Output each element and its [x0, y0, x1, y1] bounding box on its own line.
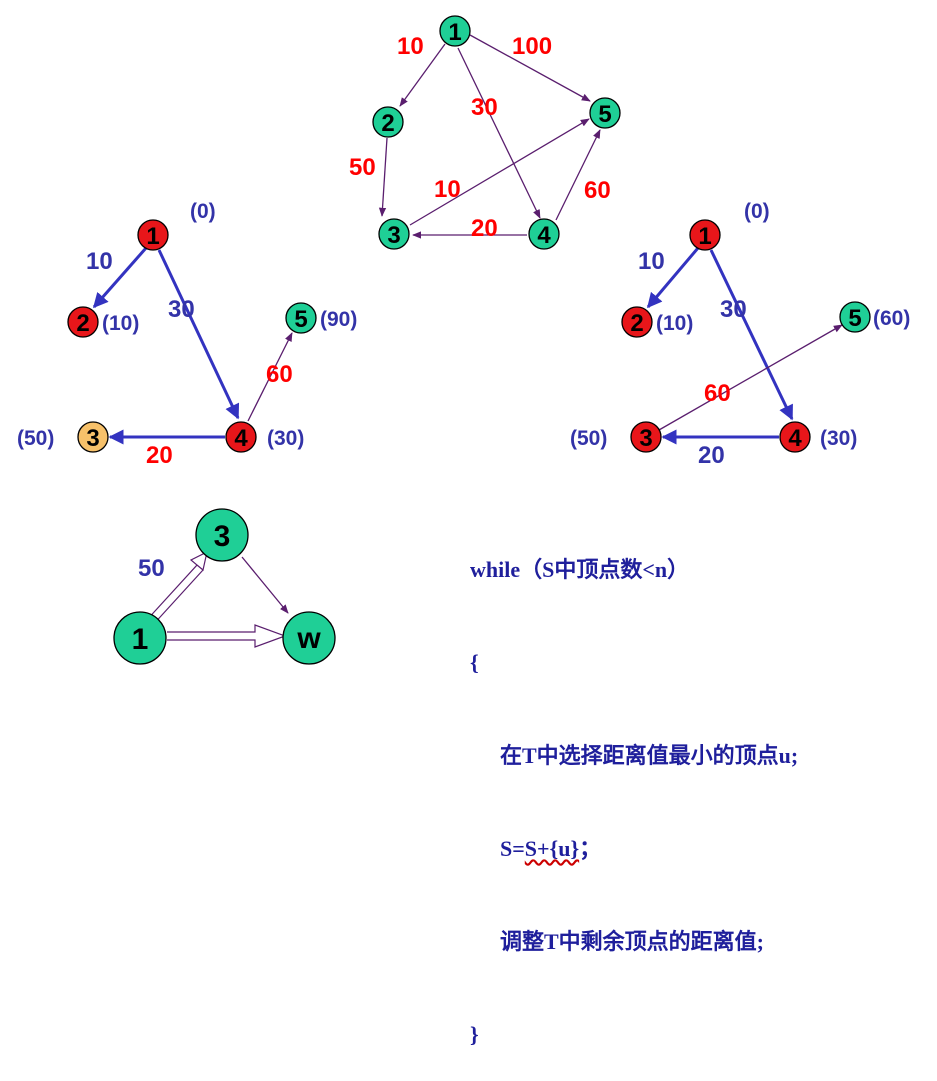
small-edge-1-w	[167, 624, 287, 648]
left-node-5-label: 5	[294, 306, 307, 333]
top-node-3-label: 3	[387, 222, 400, 249]
code-line-update-s: S=S+{u}；	[470, 833, 798, 864]
left-dist-3: (50)	[17, 427, 54, 450]
right-edge-3-5	[658, 324, 843, 431]
small-node-w-label: w	[296, 622, 321, 655]
top-node-4	[528, 218, 560, 250]
left-node-1-label: 1	[146, 223, 159, 250]
left-dist-2: (10)	[102, 312, 139, 335]
code-s-semicolon: ；	[579, 836, 602, 861]
code-s-union: S+{u}	[524, 836, 580, 861]
right-node-5	[839, 301, 871, 333]
right-weight-3-5: 60	[704, 380, 731, 407]
code-line-while: while（S中顶点数<n）	[470, 557, 690, 582]
left-edge-1-2	[92, 247, 148, 309]
top-edge-4-5	[555, 129, 601, 221]
right-edge-1-4	[709, 249, 794, 421]
left-node-4	[225, 421, 257, 453]
dijkstra-diagram: 1 2 3 4 5 10 100 30 50 10 60 20 1 2 4 5 …	[17, 15, 910, 665]
right-node-3-label: 3	[639, 425, 652, 452]
top-node-5	[589, 97, 621, 129]
small-edge-3-w	[241, 556, 289, 614]
right-weight-1-2: 10	[638, 248, 665, 275]
left-edge-4-5	[247, 332, 293, 422]
left-node-3-label: 3	[86, 425, 99, 452]
left-edge-1-4	[157, 249, 240, 420]
small-node-3	[195, 508, 249, 562]
right-dist-1: (0)	[744, 200, 770, 223]
left-node-2-label: 2	[76, 310, 89, 337]
top-edge-1-5	[469, 34, 591, 102]
small-node-1-label: 1	[132, 623, 149, 656]
top-node-1-label: 1	[448, 19, 461, 46]
left-dist-1: (0)	[190, 200, 216, 223]
right-dist-5: (60)	[873, 307, 910, 330]
right-node-4	[779, 421, 811, 453]
right-node-3	[630, 421, 662, 453]
left-dist-5: (90)	[320, 308, 357, 331]
top-weight-1-4: 30	[471, 94, 498, 121]
right-node-4-label: 4	[788, 425, 802, 452]
right-dist-3: (50)	[570, 427, 607, 450]
top-weight-1-5: 100	[512, 33, 552, 60]
pseudocode-block: while（S中顶点数<n） { 在T中选择距离值最小的顶点u; S=S+{u}…	[470, 492, 798, 1081]
top-node-2	[372, 106, 404, 138]
top-node-4-label: 4	[537, 222, 551, 249]
right-node-1-label: 1	[698, 223, 711, 250]
left-dist-4: (30)	[267, 427, 304, 450]
top-weight-2-3: 50	[349, 154, 376, 181]
top-node-2-label: 2	[381, 110, 394, 137]
top-weight-4-3: 20	[471, 215, 498, 242]
top-edge-1-4	[457, 47, 541, 219]
right-node-1	[689, 219, 721, 251]
top-weight-3-5: 10	[434, 176, 461, 203]
top-edge-1-2	[399, 43, 446, 107]
left-node-3	[77, 421, 109, 453]
right-weight-4-3: 20	[698, 442, 725, 469]
right-node-5-label: 5	[848, 305, 861, 332]
top-node-5-label: 5	[598, 101, 611, 128]
small-graph: 1 3 w 50	[113, 508, 336, 665]
left-weight-4-3: 20	[146, 442, 173, 469]
right-graph: 1 2 4 5 3 (0) (10) (30) (60) (50) 10 30 …	[570, 200, 910, 469]
left-node-1	[137, 219, 169, 251]
code-line-adjust: 调整T中剩余顶点的距离值;	[500, 929, 765, 954]
code-line-select: 在T中选择距离值最小的顶点u;	[500, 743, 799, 768]
top-weight-1-2: 10	[397, 33, 424, 60]
small-node-1	[113, 611, 167, 665]
small-node-w	[282, 611, 336, 665]
left-node-4-label: 4	[234, 425, 248, 452]
right-dist-4: (30)	[820, 427, 857, 450]
top-node-1	[439, 15, 471, 47]
left-node-5	[285, 302, 317, 334]
code-line-close-brace: }	[470, 1022, 479, 1047]
left-graph: 1 2 4 5 3 (0) (10) (30) (90) (50) 10 30 …	[17, 200, 357, 469]
top-weight-4-5: 60	[584, 177, 611, 204]
left-node-2	[67, 306, 99, 338]
right-dist-2: (10)	[656, 312, 693, 335]
right-weight-1-4: 30	[720, 296, 747, 323]
left-weight-1-2: 10	[86, 248, 113, 275]
code-line-open-brace: {	[470, 650, 479, 675]
small-node-3-label: 3	[214, 520, 231, 553]
right-node-2-label: 2	[630, 310, 643, 337]
top-edge-3-5	[409, 118, 590, 226]
top-graph: 1 2 3 4 5 10 100 30 50 10 60 20	[349, 15, 621, 250]
top-edge-2-3	[378, 137, 388, 217]
small-edge-1-3	[144, 550, 208, 628]
right-edge-1-2	[646, 247, 700, 309]
right-node-2	[621, 306, 653, 338]
left-weight-4-5: 60	[266, 361, 293, 388]
top-node-3	[378, 218, 410, 250]
code-s-assign: S=	[500, 836, 525, 861]
left-weight-1-4: 30	[168, 296, 195, 323]
small-weight-1-3: 50	[138, 555, 165, 582]
